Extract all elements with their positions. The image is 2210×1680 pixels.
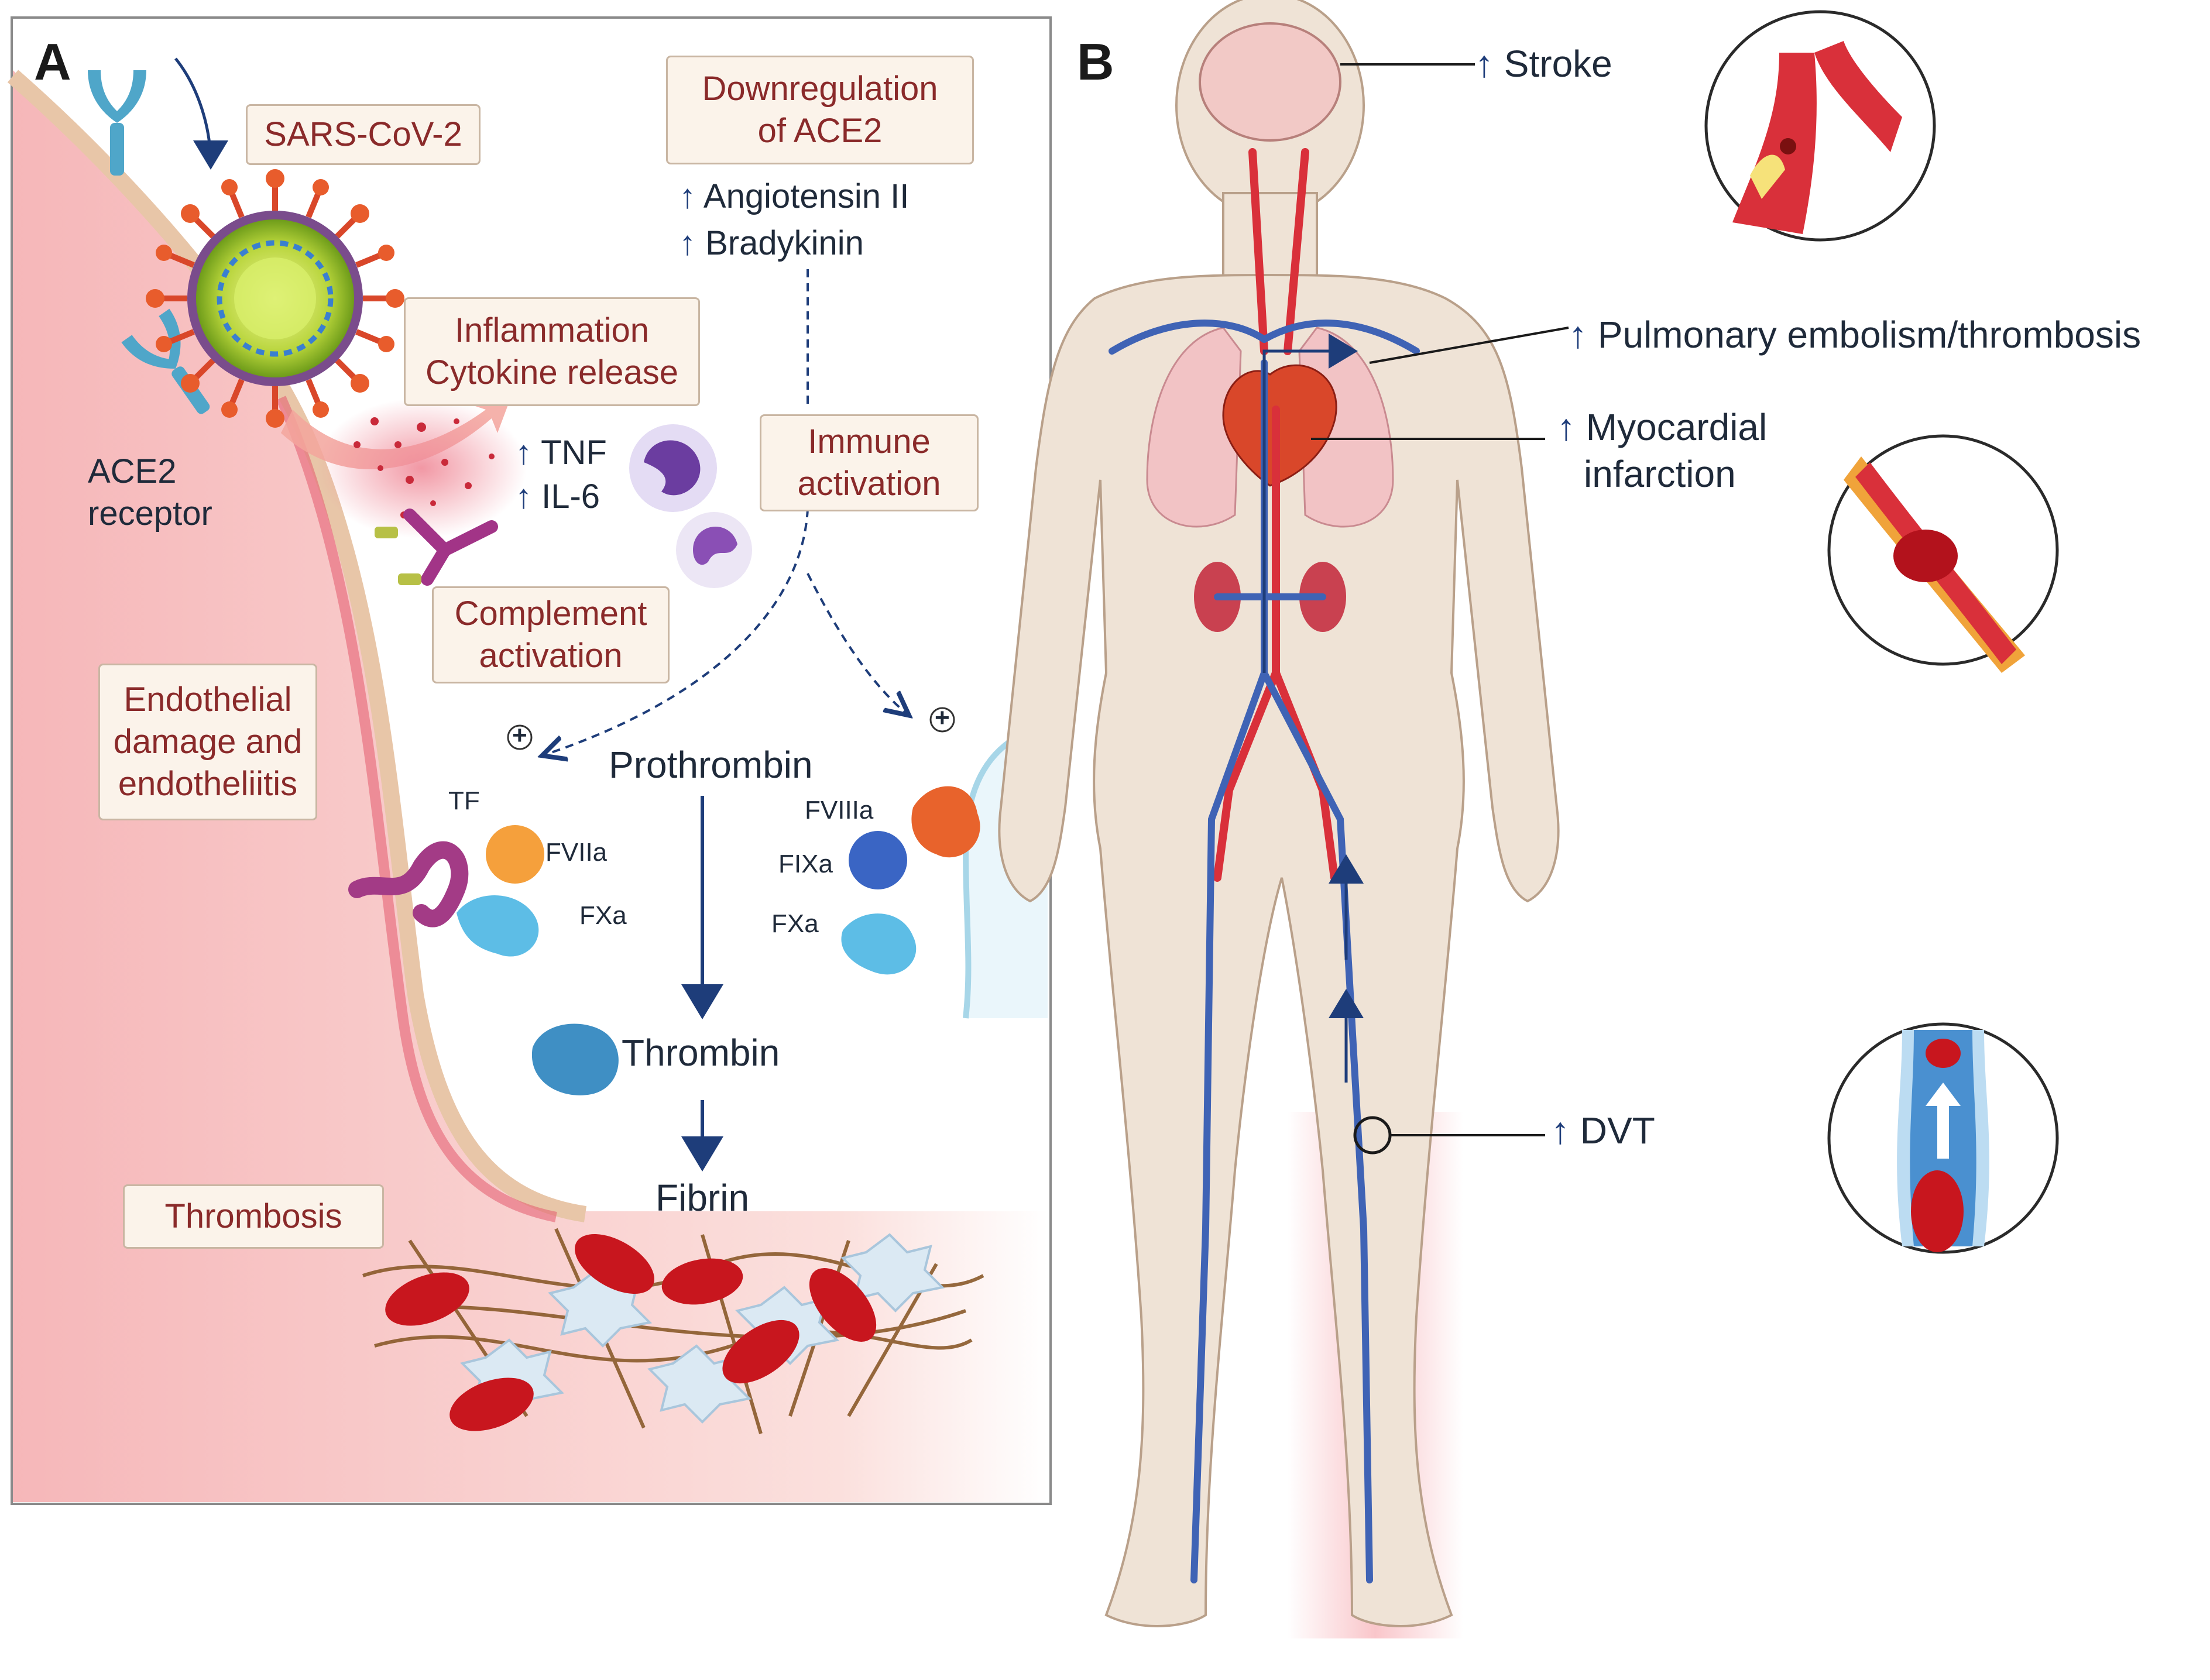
endothelial-layer <box>7 70 587 1222</box>
up-arrow-icon: ↑ <box>1557 406 1576 448</box>
inflammation-callout: Inflammation Cytokine release <box>404 297 700 406</box>
up-arrow-icon: ↑ <box>515 434 532 472</box>
fxa-left-label: FXa <box>579 901 627 930</box>
fxa-protein-right <box>841 913 917 975</box>
bradykinin-label: ↑ Bradykinin <box>679 224 864 263</box>
complement-antibody <box>403 509 498 586</box>
tf-label: TF <box>448 786 480 815</box>
virus-entry-arrow <box>174 57 228 170</box>
fibrin-mesh <box>362 1228 984 1434</box>
endothelial-line-2: damage and <box>113 723 303 761</box>
immune-callout: Immune activation <box>760 414 979 511</box>
plus-circle-right <box>929 707 955 733</box>
ace2-receptor-label: ACE2 receptor <box>88 451 212 535</box>
stroke-label: ↑ Stroke <box>1475 42 1612 85</box>
endothelial-line-3: endotheliitis <box>118 765 298 803</box>
fxa-protein-left <box>457 895 539 957</box>
inflammation-line-1: Inflammation <box>454 311 650 349</box>
ace2-receptor-top <box>88 70 146 176</box>
downregulation-callout: Downregulation of ACE2 <box>666 56 974 164</box>
thrombosis-callout: Thrombosis <box>123 1184 384 1249</box>
angiotensin-label: ↑ Angiotensin II <box>679 177 909 216</box>
endothelial-glow <box>276 396 557 1222</box>
mi-line-2: infarction <box>1584 453 1736 495</box>
plus-left: + <box>512 721 527 750</box>
tnf-text: TNF <box>541 434 607 472</box>
pe-label: ↑ Pulmonary embolism/thrombosis <box>1569 313 2141 356</box>
mi-line-1: Myocardial <box>1586 406 1768 448</box>
fixa-label: FIXa <box>778 850 833 878</box>
fviiia-protein <box>911 786 980 858</box>
sars-cov-2-text: SARS-CoV-2 <box>264 115 462 153</box>
human-body <box>998 0 1560 1627</box>
angiotensin-text: Angiotensin II <box>703 177 910 215</box>
immune-line-2: activation <box>797 465 941 503</box>
cytokine-cloud <box>316 398 527 538</box>
panel-b-letter: B <box>1077 33 1114 91</box>
endothelial-line-1: Endothelial <box>123 681 292 719</box>
endothelial-callout: Endothelial damage and endotheliitis <box>98 664 317 820</box>
ace2-line-2: receptor <box>88 494 212 532</box>
pulmonary-flow-arrow <box>1262 334 1358 673</box>
fviia-protein <box>486 825 544 884</box>
thrombosis-text: Thrombosis <box>164 1197 342 1235</box>
fviia-label: FVIIa <box>545 838 608 867</box>
complement-c-marker <box>375 527 398 538</box>
dashed-path-right <box>807 573 907 714</box>
left-lung <box>1146 327 1242 528</box>
tnf-label: ↑ TNF <box>515 433 607 472</box>
fibrin-label: Fibrin <box>656 1177 750 1219</box>
plus-circle-left <box>507 724 533 750</box>
fviiia-label: FVIIIa <box>805 796 874 824</box>
up-arrow-icon: ↑ <box>1475 43 1494 85</box>
stroke-inset <box>1704 10 1936 242</box>
plus-right: + <box>935 703 950 732</box>
complement-c-marker-2 <box>398 573 421 585</box>
il6-text: IL-6 <box>541 477 600 516</box>
ace2-line-1: ACE2 <box>88 452 177 490</box>
monocyte-cell <box>676 512 752 588</box>
inflammation-line-2: Cytokine release <box>425 353 678 391</box>
stroke-text: Stroke <box>1504 43 1612 85</box>
up-arrow-icon: ↑ <box>1551 1109 1570 1152</box>
neutrophil-cell <box>629 424 717 512</box>
mi-label: ↑ Myocardial infarction <box>1557 404 1767 497</box>
complement-line-2: activation <box>479 637 623 675</box>
complement-callout: Complement activation <box>432 586 670 683</box>
il6-label: ↑ IL-6 <box>515 477 600 516</box>
sars-cov-2-label: SARS-CoV-2 <box>246 104 481 165</box>
fixa-protein <box>849 831 907 889</box>
up-arrow-icon: ↑ <box>1569 314 1587 356</box>
up-arrow-icon: ↑ <box>515 477 532 516</box>
dvt-inset <box>1827 1022 2059 1254</box>
dashed-path-left <box>544 509 809 755</box>
sars-cov-2-virus <box>146 169 404 428</box>
up-arrow-icon: ↑ <box>679 224 696 262</box>
downregulation-line-2: of ACE2 <box>757 112 883 150</box>
bradykinin-text: Bradykinin <box>705 224 864 262</box>
up-arrow-icon: ↑ <box>679 177 696 215</box>
mi-inset <box>1827 434 2059 673</box>
thrombin-label: Thrombin <box>622 1032 780 1074</box>
thrombin-molecule <box>531 1023 619 1095</box>
immune-line-1: Immune <box>808 422 931 461</box>
brain <box>1199 22 1341 142</box>
prothrombin-label: Prothrombin <box>609 744 813 786</box>
fxa-right-label: FXa <box>771 909 819 938</box>
vessel-wall <box>13 70 1048 1502</box>
pe-leader <box>1369 327 1569 364</box>
tf-protein <box>348 841 469 927</box>
dvt-label: ↑ DVT <box>1551 1109 1655 1152</box>
complement-line-1: Complement <box>454 595 647 633</box>
pe-text: Pulmonary embolism/thrombosis <box>1597 314 2142 356</box>
downregulation-line-1: Downregulation <box>702 70 938 108</box>
panel-a-letter: A <box>34 33 71 91</box>
dvt-text: DVT <box>1580 1109 1655 1152</box>
